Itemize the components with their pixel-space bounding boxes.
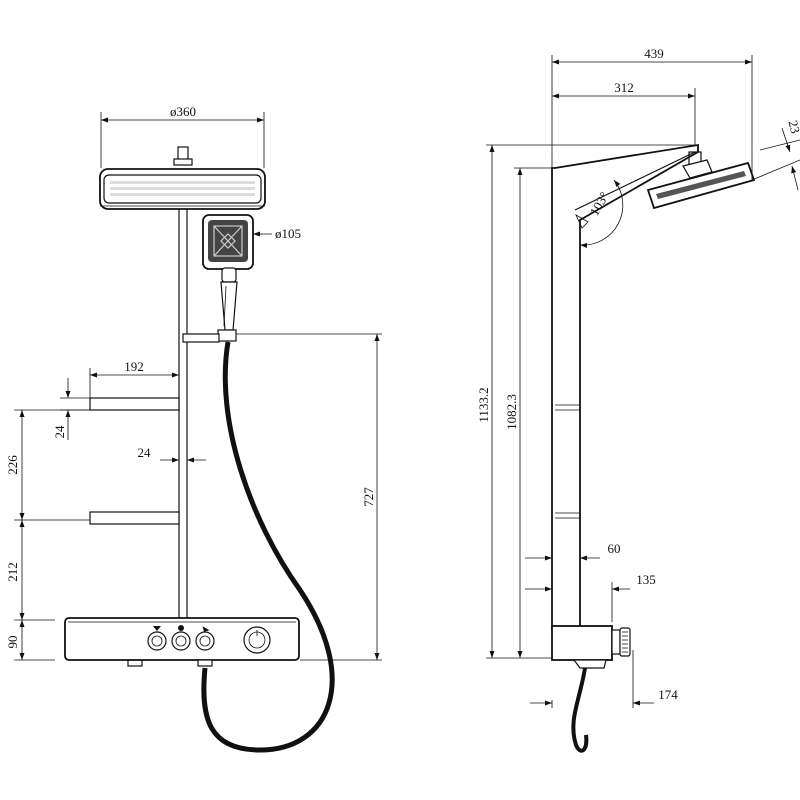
control-depth-label: 135	[636, 572, 656, 587]
head-diameter-dimension: ø360	[100, 104, 265, 168]
column-height-label: 1082.3	[504, 394, 519, 430]
total-height-label: 1133.2	[476, 387, 491, 422]
function-selector-knobs	[147, 625, 215, 651]
head-diameter-label: ø360	[170, 104, 196, 119]
shelf-width-label: 192	[124, 359, 144, 374]
total-reach-label: 439	[644, 46, 664, 61]
hose-height-label: 727	[361, 487, 376, 507]
lower-height-label: 212	[5, 562, 20, 582]
shelves: 192	[89, 359, 180, 525]
temperature-knob	[243, 626, 271, 654]
column-and-arm	[551, 143, 699, 631]
head-tilt-dimension: 23	[751, 119, 800, 191]
top-connector	[173, 146, 193, 166]
shelf-spacing-label: 226	[5, 455, 20, 475]
hand-shower-diameter-label: ø105	[275, 226, 301, 241]
head-tilt-label: 23	[785, 119, 800, 135]
column-offset-label: 60	[608, 541, 621, 556]
front-view: ø360	[5, 104, 382, 753]
rain-shower-head	[99, 168, 266, 210]
bar-gap-label: 24	[138, 445, 152, 460]
flexible-hose	[201, 341, 335, 753]
mixer-depth-label: 174	[658, 687, 678, 702]
reach-dimensions: 439 312	[551, 46, 753, 180]
mixer-body	[64, 617, 300, 667]
hand-shower-holder	[182, 333, 382, 343]
shelf-thickness-label: 24	[52, 425, 67, 439]
hand-shower: ø105	[202, 214, 301, 342]
side-rain-head	[646, 151, 756, 210]
mixer-height-label: 90	[5, 636, 20, 649]
arm-reach-label: 312	[614, 80, 634, 95]
side-mixer	[551, 625, 631, 669]
depth-dimensions: 60 135 174	[525, 541, 678, 708]
shelf-thickness-dimension: 24	[52, 378, 90, 440]
bar-gap-dimension: 24	[138, 445, 206, 463]
riser-pipe	[178, 209, 188, 618]
left-height-dimensions: 226 212 90	[5, 409, 90, 661]
hose-height-dimension: 727	[300, 334, 382, 661]
side-height-dimensions: 1133.2 1082.3	[476, 144, 698, 659]
side-view: 439 312 23 103°	[476, 46, 800, 753]
